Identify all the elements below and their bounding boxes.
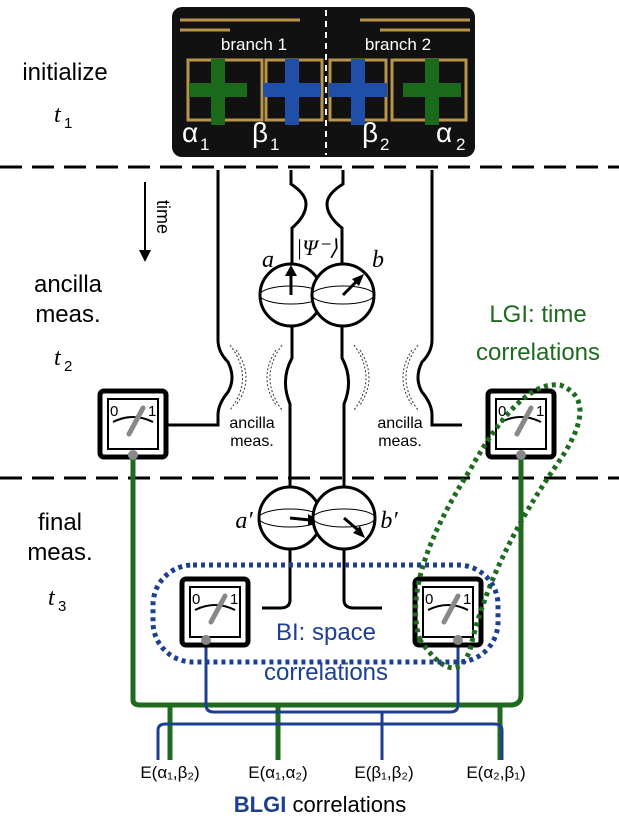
stage-final-label-2: meas. bbox=[27, 539, 92, 566]
ancilla-meas-right-1: ancilla bbox=[377, 415, 422, 432]
svg-text:1: 1 bbox=[148, 403, 156, 420]
qubit-beta-1: β bbox=[252, 117, 268, 148]
qubit-alpha-2-index: 2 bbox=[456, 135, 465, 154]
correlator-1: E(α₁,β₂) bbox=[140, 763, 199, 782]
bi-label-2: correlations bbox=[264, 659, 388, 686]
setting-a-prime-label: a′ bbox=[235, 508, 253, 534]
footer-label: BLGI correlations bbox=[234, 792, 406, 817]
footer-bold: BLGI bbox=[234, 792, 287, 817]
time-arrow-head bbox=[139, 250, 151, 262]
ancilla-coupler-left bbox=[229, 344, 283, 411]
setting-b-prime-label: b′ bbox=[380, 508, 398, 534]
qubit-alpha-1-index: 1 bbox=[200, 135, 209, 154]
bi-wires bbox=[156, 640, 504, 760]
svg-text:1: 1 bbox=[536, 403, 544, 420]
svg-text:0: 0 bbox=[425, 591, 433, 608]
ancilla-meas-left-1: ancilla bbox=[229, 415, 274, 432]
bi-label-1: BI: space bbox=[276, 619, 376, 646]
bi-region bbox=[150, 562, 501, 665]
lgi-label-1: LGI: time bbox=[489, 301, 586, 328]
meter-dial-labels: 0 1 0 1 0 1 0 1 bbox=[110, 403, 544, 608]
qubit-lines bbox=[168, 170, 462, 610]
footer-rest: correlations bbox=[286, 792, 406, 817]
stage-ancilla-label-1: ancilla bbox=[34, 271, 103, 298]
correlator-2: E(α₁,α₂) bbox=[248, 763, 307, 782]
stage-initialize-time-index: 1 bbox=[64, 115, 72, 132]
ancilla-coupler-right bbox=[353, 344, 419, 411]
stage-initialize-label: initialize bbox=[22, 59, 107, 86]
stage-initialize-time: t bbox=[54, 102, 62, 128]
lgi-label-2: correlations bbox=[476, 339, 600, 366]
qubit-beta-2-index: 2 bbox=[380, 135, 389, 154]
svg-text:0: 0 bbox=[192, 591, 200, 608]
bell-state-label: |Ψ⁻⟩ bbox=[296, 235, 338, 260]
branch-1-label: branch 1 bbox=[221, 35, 287, 54]
meter-final-left bbox=[182, 579, 248, 645]
ancilla-meas-left-2: meas. bbox=[230, 433, 274, 450]
svg-text:0: 0 bbox=[110, 403, 118, 420]
qubit-beta-1-index: 1 bbox=[270, 135, 279, 154]
bloch-sphere-b-prime bbox=[311, 485, 377, 551]
setting-b-label: b bbox=[372, 247, 384, 273]
chip-image bbox=[172, 7, 475, 157]
branch-2-label: branch 2 bbox=[365, 35, 431, 54]
qubit-alpha-2: α bbox=[436, 117, 452, 148]
meter-final-right bbox=[415, 579, 481, 645]
qubit-beta-2: β bbox=[362, 117, 378, 148]
meter-ancilla-left bbox=[100, 391, 166, 457]
correlator-3: E(β₁,β₂) bbox=[354, 763, 413, 782]
stage-ancilla-time-index: 2 bbox=[64, 358, 72, 375]
ancilla-meas-right-2: meas. bbox=[378, 433, 422, 450]
svg-text:0: 0 bbox=[498, 403, 506, 420]
stage-final-time-index: 3 bbox=[58, 598, 66, 615]
stage-ancilla-time: t bbox=[54, 345, 62, 371]
qubit-alpha-1: α bbox=[182, 117, 198, 148]
stage-final-time: t bbox=[48, 585, 56, 611]
stage-ancilla-label-2: meas. bbox=[35, 301, 100, 328]
setting-a-label: a bbox=[262, 247, 274, 273]
svg-text:1: 1 bbox=[230, 591, 238, 608]
time-label: time bbox=[153, 200, 173, 234]
stage-final-label-1: final bbox=[38, 509, 82, 536]
svg-text:1: 1 bbox=[463, 591, 471, 608]
lgi-region bbox=[413, 382, 583, 671]
lgi-wires bbox=[130, 455, 524, 760]
bloch-sphere-b bbox=[310, 262, 376, 328]
correlator-4: E(α₂,β₁) bbox=[466, 763, 525, 782]
